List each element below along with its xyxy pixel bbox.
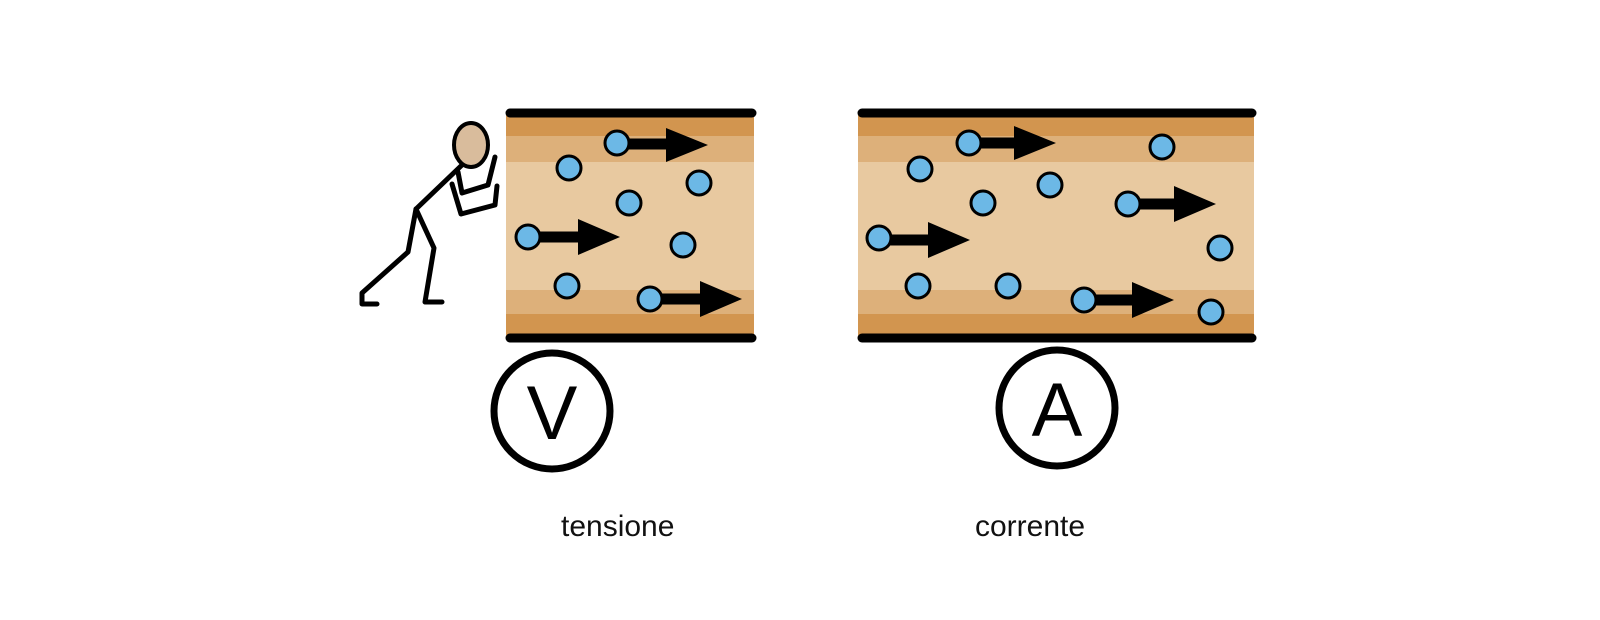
current-panel: A [857,108,1257,470]
electron [955,129,983,157]
electron [904,272,932,300]
caption-voltage: tensione [561,510,675,543]
electron [669,231,697,259]
voltmeter-symbol: V [527,371,578,456]
electron [1070,286,1098,314]
electron [1197,298,1225,326]
tube-core [506,162,754,290]
person-head [452,121,490,169]
electron [636,285,664,313]
ammeter-icon: A [995,346,1119,470]
electron [603,129,631,157]
electron [865,224,893,252]
electron [969,189,997,217]
electron [906,155,934,183]
voltmeter-icon: V [490,349,614,473]
wire-tube-voltage [505,108,757,343]
wire-tube-current [857,108,1257,343]
electron [555,154,583,182]
electron [1036,171,1064,199]
electrons-current [865,129,1234,326]
electron [685,169,713,197]
voltage-panel: V [359,108,757,473]
electron [514,223,542,251]
electron [994,272,1022,300]
ammeter-symbol: A [1032,368,1083,453]
electron [1148,133,1176,161]
pushing-person-icon [359,121,500,307]
caption-current: corrente [975,510,1086,543]
electron [1114,190,1142,218]
electron [553,272,581,300]
electron [1206,234,1234,262]
electron [615,189,643,217]
electrons-voltage [514,129,713,313]
